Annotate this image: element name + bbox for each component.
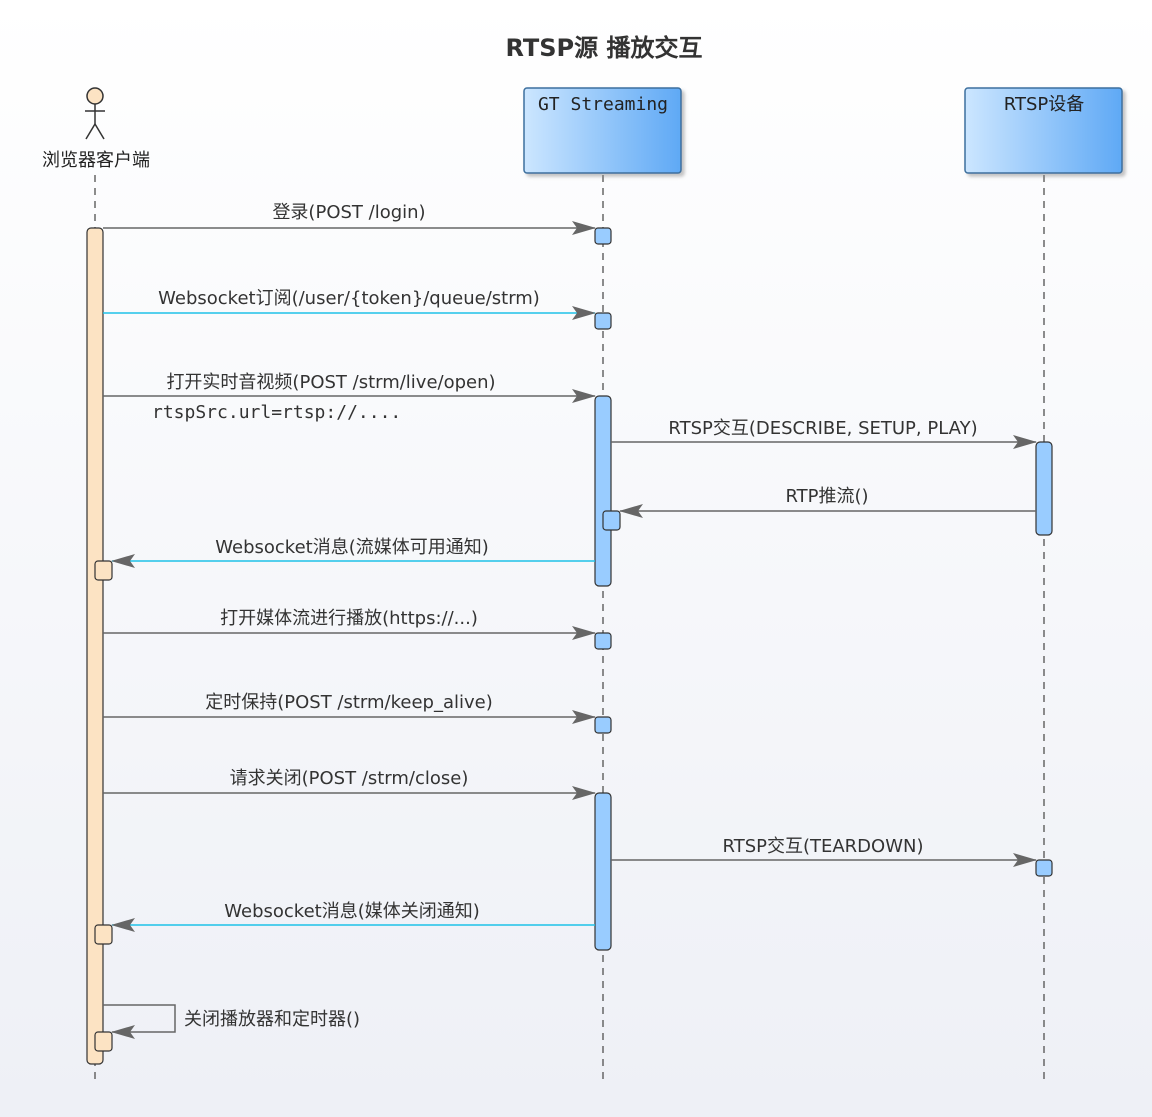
client-activation-bar [86,227,104,1065]
participant-client-label: 浏览器客户端 [42,150,150,171]
server-activation-bar [594,227,612,245]
server-activation-bar [594,312,612,330]
participant-device-box [964,87,1123,174]
message-label-ws-subscribe: Websocket订阅(/user/{token}/queue/strm) [158,288,540,309]
message-label-ws-stream-available: Websocket消息(流媒体可用通知) [215,537,489,558]
device-activation-bar [1035,441,1053,536]
message-label-login: 登录(POST /login) [272,202,425,223]
message-note-rtsp-url: rtspSrc.url=rtsp://.... [152,402,401,423]
actor-icon [85,87,105,140]
message-arrow-self-close-player [103,1004,176,1039]
server-activation-bar [594,716,612,734]
message-label-ws-media-closed: Websocket消息(媒体关闭通知) [224,901,480,922]
message-label-rtp-push: RTP推流() [785,486,868,507]
client-activation-nested [94,924,113,945]
message-label-open-live: 打开实时音视频(POST /strm/live/open) [166,372,495,393]
message-label-close: 请求关闭(POST /strm/close) [230,768,469,789]
message-label-play-stream: 打开媒体流进行播放(https://...) [220,608,478,629]
device-activation-bar [1035,859,1053,877]
participant-server-label: GT Streaming [538,94,668,115]
participant-server-box [523,87,682,174]
server-activation-bar [594,395,612,587]
message-label-keep-alive: 定时保持(POST /strm/keep_alive) [205,692,493,713]
client-activation-nested [94,560,113,581]
server-activation-bar [594,792,612,951]
participant-device-label: RTSP设备 [1004,94,1084,115]
server-activation-nested [602,510,621,531]
diagram-title: RTSP源 播放交互 [505,34,702,62]
message-label-self-close-player: 关闭播放器和定时器() [184,1009,360,1030]
server-activation-bar [594,632,612,650]
message-label-rtsp-teardown: RTSP交互(TEARDOWN) [723,836,924,857]
client-activation-nested [94,1031,113,1052]
message-label-rtsp-setup: RTSP交互(DESCRIBE, SETUP, PLAY) [668,418,977,439]
